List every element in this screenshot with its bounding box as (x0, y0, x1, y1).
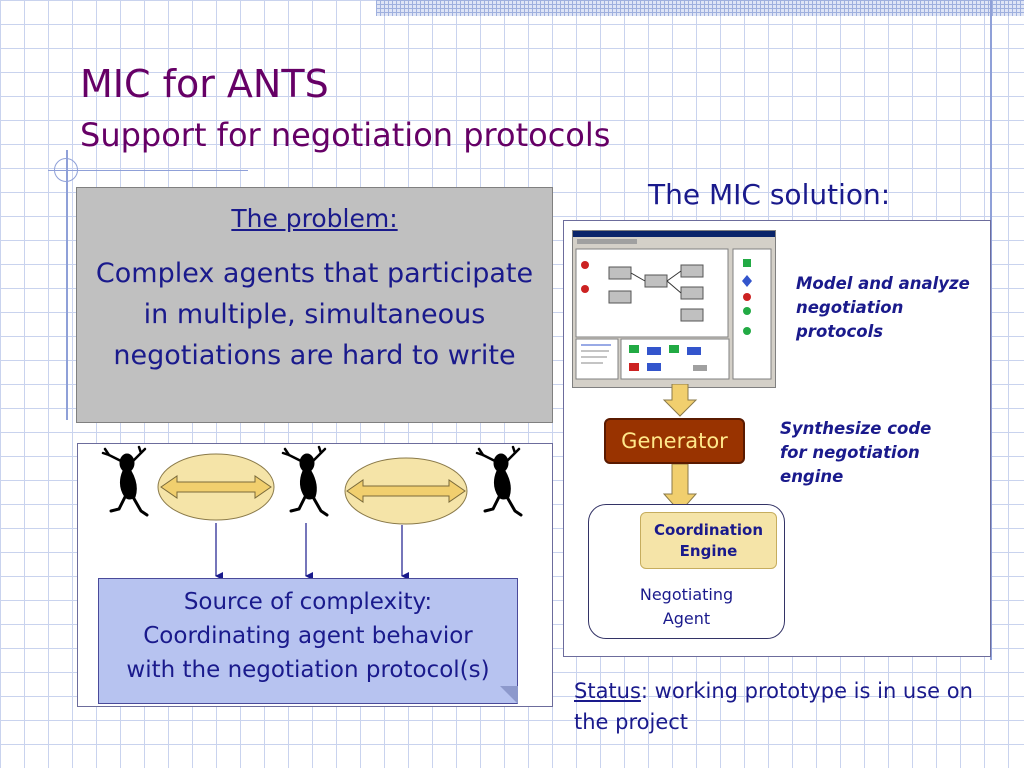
agent-figure-icon-3 (475, 445, 523, 517)
solution-flow-arrows (662, 384, 698, 513)
model-label-line-2: negotiation (796, 298, 904, 317)
agent-label-line-1: Negotiating (639, 585, 734, 604)
screenshot-image (573, 231, 775, 380)
model-label-line-3: protocols (796, 322, 884, 341)
generator-box: Generator (604, 418, 745, 464)
circle-decoration (54, 158, 78, 182)
title-underline-decoration (48, 170, 248, 171)
arrow-to-generator (662, 384, 698, 417)
complexity-line-2: Coordinating agent behavior (143, 623, 473, 649)
status-label: Status (574, 679, 641, 703)
folded-corner (500, 686, 518, 704)
complexity-line-1: Source of complexity: (183, 589, 433, 615)
modeling-tool-screenshot (572, 230, 776, 388)
right-decorative-line (990, 0, 992, 660)
model-label-line-1: Model and analyze (796, 274, 970, 293)
agents-diagram (101, 445, 523, 580)
arrow-to-engine (662, 463, 698, 513)
slide-title: MIC for ANTS (80, 62, 329, 106)
status-text: Status: working prototype is in use on t… (574, 676, 984, 738)
agent-label-line-2: Agent (662, 609, 711, 628)
model-analyze-label: Model and analyze negotiation protocols (796, 272, 970, 344)
engine-label-line-1: Coordination (654, 521, 763, 539)
status-description: : working prototype is in use on the pro… (574, 679, 973, 734)
solution-heading: The MIC solution: (648, 178, 891, 211)
complexity-line-3: with the negotiation protocol(s) (126, 657, 490, 683)
problem-description: Complex agents that participate in multi… (95, 258, 534, 371)
slide-subtitle: Support for negotiation protocols (80, 116, 611, 154)
negotiating-agent-label: Negotiating Agent (588, 583, 785, 631)
left-decorative-line (66, 150, 68, 420)
synth-label-line-1: Synthesize code (780, 419, 932, 438)
agent-figure-icon-1 (101, 445, 149, 517)
negotiation-ellipse-2 (344, 457, 468, 525)
top-pattern-band (376, 0, 1024, 16)
source-of-complexity-box: Source of complexity: Coordinating agent… (98, 578, 518, 704)
problem-heading: The problem: (231, 204, 398, 233)
synth-label-line-3: engine (780, 467, 844, 486)
engine-label-line-2: Engine (679, 542, 738, 560)
negotiation-ellipse-1 (157, 453, 275, 521)
agent-figure-icon-2 (281, 445, 329, 517)
problem-box: The problem: Complex agents that partici… (76, 187, 553, 423)
synth-label-line-2: for negotiation (780, 443, 920, 462)
synthesize-code-label: Synthesize code for negotiation engine (780, 417, 931, 489)
coordination-engine-box: Coordination Engine (640, 512, 777, 569)
